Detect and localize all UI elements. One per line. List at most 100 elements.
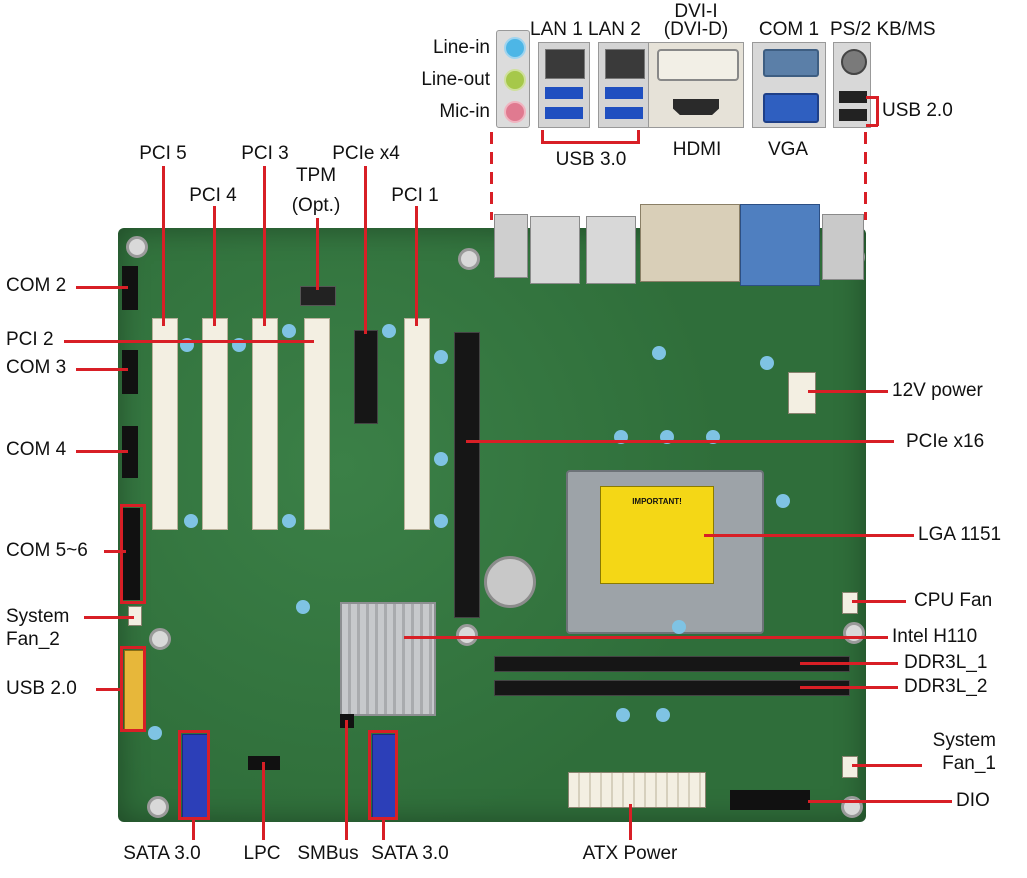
leader-sysfan1 — [852, 764, 922, 767]
leader-pci4 — [213, 206, 216, 326]
audio-jack-block — [496, 30, 530, 128]
label-tpm-opt: (Opt.) — [291, 195, 341, 216]
capacitor — [652, 346, 666, 360]
capacitor — [434, 452, 448, 466]
label-ps2: PS/2 KB/MS — [830, 19, 936, 40]
usb30-bracket-right — [637, 130, 640, 144]
label-pcie-x4: PCIe x4 — [332, 143, 400, 164]
label-tpm: TPM — [295, 165, 337, 186]
atx-power-connector — [568, 772, 706, 808]
mounting-hole — [843, 622, 865, 644]
lan1-usb30-stack — [538, 42, 590, 128]
capacitor — [616, 708, 630, 722]
capacitor — [656, 708, 670, 722]
intel-h110-heatsink — [340, 602, 436, 716]
board-ps2-usb-connector — [822, 214, 864, 280]
label-com4: COM 4 — [6, 439, 67, 460]
label-sysfan1-line2: Fan_1 — [942, 753, 996, 774]
ddr3l-1-slot — [494, 656, 850, 672]
pcie-x4-slot — [354, 330, 378, 424]
usb20-bracket-bottom — [866, 124, 878, 127]
usb30-bracket-left — [541, 130, 544, 144]
12v-power-connector — [788, 372, 816, 414]
label-dvi-i: DVI-I — [674, 1, 718, 22]
leader-dio — [808, 800, 952, 803]
leader-cpu-fan — [852, 600, 906, 603]
label-smbus: SMBus — [297, 843, 359, 864]
leader-com2 — [76, 286, 128, 289]
usb30-port-icon — [605, 107, 643, 119]
label-com3: COM 3 — [6, 357, 67, 378]
leader-com3 — [76, 368, 128, 371]
usb20-bracket-top — [866, 96, 878, 99]
com2-header — [122, 266, 138, 310]
leader-com56 — [104, 550, 126, 553]
label-ddr3l-1: DDR3L_1 — [904, 652, 988, 673]
com1-vga-stack — [752, 42, 826, 128]
label-com2: COM 2 — [6, 275, 67, 296]
usb30-port-icon — [605, 87, 643, 99]
capacitor — [184, 514, 198, 528]
label-lan1: LAN 1 — [530, 19, 583, 40]
com56-header — [122, 508, 140, 600]
usb20-port-icon — [839, 109, 867, 121]
mounting-hole — [458, 248, 480, 270]
dashed-connector-left — [490, 132, 493, 220]
usb30-port-icon — [545, 87, 583, 99]
label-usb20-left: USB 2.0 — [6, 678, 77, 699]
leader-pcie-x16 — [466, 440, 894, 443]
board-dvi-connector — [640, 204, 740, 282]
capacitor — [434, 350, 448, 364]
leader-intel-h110 — [404, 636, 888, 639]
label-mic-in: Mic-in — [439, 101, 490, 122]
label-pcie-x16: PCIe x16 — [906, 431, 985, 452]
usb20-bracket-vert — [876, 96, 879, 126]
pci2-slot — [304, 318, 330, 530]
dvi-port-icon — [657, 49, 739, 81]
pci3-slot — [252, 318, 278, 530]
system-fan1-header — [842, 756, 858, 778]
label-sysfan1-line1: System — [932, 730, 996, 751]
leader-ddr3l-2 — [800, 686, 898, 689]
label-line-in: Line-in — [432, 37, 490, 58]
leader-pci3 — [263, 166, 266, 326]
leader-smbus — [345, 720, 348, 840]
label-pci4: PCI 4 — [189, 185, 237, 206]
label-ddr3l-2: DDR3L_2 — [904, 676, 988, 697]
leader-lpc — [262, 762, 265, 840]
leader-pcie-x4 — [364, 166, 367, 334]
label-intel-h110: Intel H110 — [892, 626, 978, 647]
leader-pci1 — [415, 206, 418, 326]
sata-left-highlight-box — [178, 730, 210, 820]
label-sata-right: SATA 3.0 — [371, 843, 449, 864]
board-lan1-connector — [530, 216, 580, 284]
label-usb30: USB 3.0 — [555, 149, 627, 170]
cpu-socket-cover: IMPORTANT! — [600, 486, 714, 584]
com1-port-icon — [763, 49, 819, 77]
cpu-sticker-title: IMPORTANT! — [632, 497, 682, 506]
leader-tpm — [316, 218, 319, 290]
pci4-slot — [202, 318, 228, 530]
leader-12v-power — [808, 390, 888, 393]
capacitor — [148, 726, 162, 740]
capacitor — [672, 620, 686, 634]
usb30-bracket-bottom — [541, 141, 640, 144]
capacitor — [382, 324, 396, 338]
dio-header — [730, 790, 810, 810]
pci1-slot — [404, 318, 430, 530]
usb30-port-icon — [545, 107, 583, 119]
label-dvi-d: (DVI-D) — [663, 19, 729, 40]
ps2-port-icon — [841, 49, 867, 75]
leader-com4 — [76, 450, 128, 453]
leader-sysfan2 — [84, 616, 134, 619]
ddr3l-2-slot — [494, 680, 850, 696]
vga-port-icon — [763, 93, 819, 123]
label-atx-power: ATX Power — [582, 843, 678, 864]
label-cpu-fan: CPU Fan — [914, 590, 993, 611]
com56-highlight-box — [120, 504, 146, 604]
capacitor — [760, 356, 774, 370]
leader-ddr3l-1 — [800, 662, 898, 665]
leader-usb20-left — [96, 688, 122, 691]
usb20-left-highlight-box — [120, 646, 146, 732]
